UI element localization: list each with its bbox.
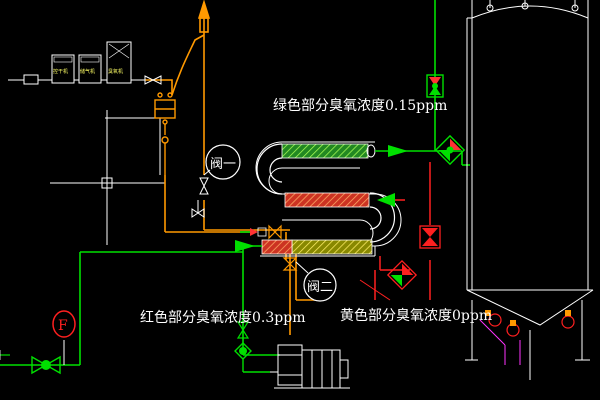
flow-meter-label: F (58, 318, 68, 334)
dryer-label: 控干机 (53, 68, 68, 75)
storage-tank (465, 0, 594, 380)
tube-segment-red-bottom (262, 240, 292, 254)
equipment-panels: 控干机 储气机 臭氧机 (8, 41, 145, 85)
receiver-panel (78, 54, 102, 84)
red-valve-right (419, 225, 441, 249)
red-valve-lower (386, 259, 418, 291)
filter-assembly (154, 92, 176, 175)
small-check-valve (250, 227, 267, 237)
u-tube-exchanger (255, 141, 402, 257)
tube-segment-green (282, 144, 368, 158)
inlet-box (23, 74, 39, 85)
top-check-valve (144, 75, 162, 85)
red-pipe-network (374, 162, 431, 300)
pump-motor (270, 344, 350, 389)
green-valve-right (434, 134, 466, 166)
green-valve-top (426, 74, 444, 98)
ozone-generator-panel (106, 41, 132, 84)
green-zone-label: 绿色部分臭氧浓度0.15ppm (273, 97, 447, 114)
crosshair-cursor (50, 110, 165, 245)
valve-1-label: 阀一 (210, 157, 236, 172)
flow-arrow-green-1 (388, 145, 408, 157)
dryer-panel (51, 54, 75, 84)
tank-gauges (485, 310, 575, 337)
flow-meter: F (52, 310, 76, 365)
valve-2-callout: 阀二 (295, 261, 337, 302)
bottom-left-valve (0, 350, 61, 375)
tube-segment-yellow (292, 240, 372, 254)
diag-line-red (359, 279, 391, 301)
tube-segment-red (285, 193, 369, 207)
receiver-label: 储气机 (80, 68, 95, 75)
magenta-lines (479, 319, 521, 365)
valve-1-callout: 阀一 (203, 144, 241, 180)
valve-1-symbols (191, 177, 209, 218)
red-zone-label: 红色部分臭氧浓度0.3ppm (140, 309, 305, 326)
flow-arrow-red (377, 193, 395, 207)
valve-2-symbols (268, 224, 298, 271)
ozone-generator-label: 臭氧机 (108, 68, 123, 75)
valve-2-label: 阀二 (307, 280, 333, 295)
yellow-zone-label: 黄色部分臭氧浓度0ppm (340, 307, 492, 324)
flow-arrow-green-2 (235, 240, 255, 252)
